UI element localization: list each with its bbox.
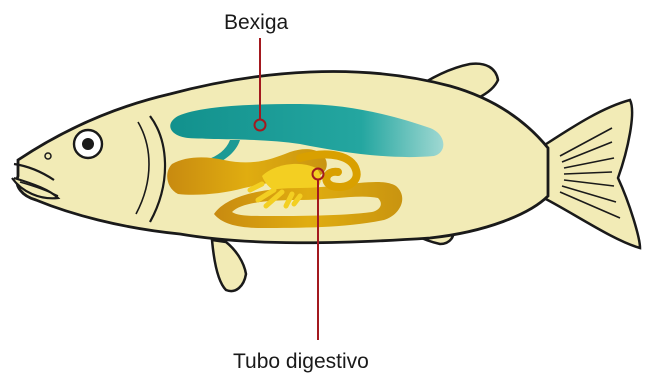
label-digestive-tract: Tubo digestivo [233, 351, 369, 372]
label-bladder: Bexiga [224, 12, 288, 33]
caudal-fin [540, 100, 640, 248]
pelvic-fin [212, 240, 246, 291]
eye-pupil [82, 138, 94, 150]
